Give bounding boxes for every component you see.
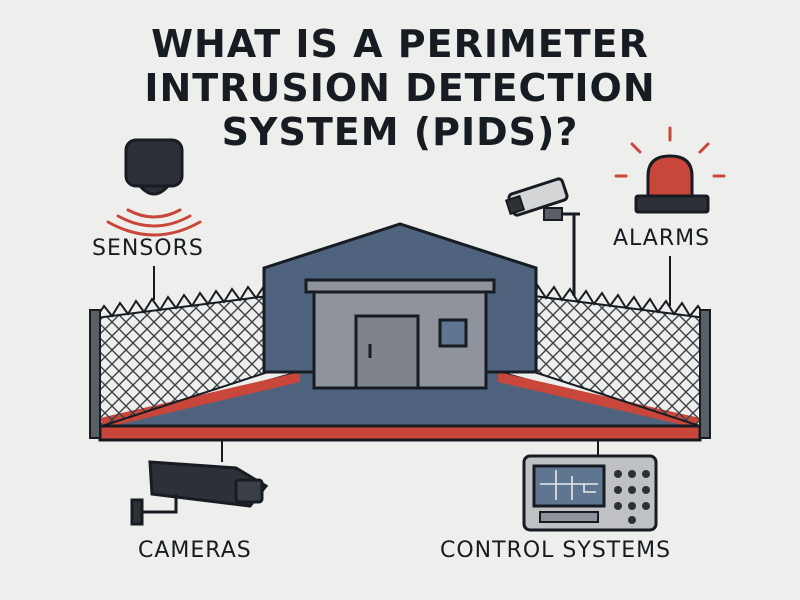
label-cameras: CAMERAS (138, 538, 252, 563)
motion-sensor-icon (106, 138, 202, 300)
label-sensors: SENSORS (92, 236, 204, 261)
building-window (438, 318, 468, 348)
left-fence (89, 283, 269, 439)
label-control-systems: CONTROL SYSTEMS (440, 538, 672, 563)
warehouse-building (262, 222, 538, 390)
right-fence (533, 283, 711, 439)
alarm-beacon-icon (614, 126, 726, 306)
control-panel-icon (522, 440, 658, 532)
building-door (354, 314, 420, 390)
page-title: WHAT IS A PERIMETER INTRUSION DETECTION … (0, 22, 800, 154)
title-line-3: SYSTEM (PIDS)? (221, 110, 579, 154)
title-line-2: INTRUSION DETECTION (144, 66, 656, 110)
label-alarms: ALARMS (613, 226, 711, 251)
pole-camera-icon (504, 177, 580, 296)
monitor-screen (532, 464, 606, 508)
security-camera-icon (130, 440, 269, 526)
title-line-1: WHAT IS A PERIMETER (151, 22, 649, 66)
